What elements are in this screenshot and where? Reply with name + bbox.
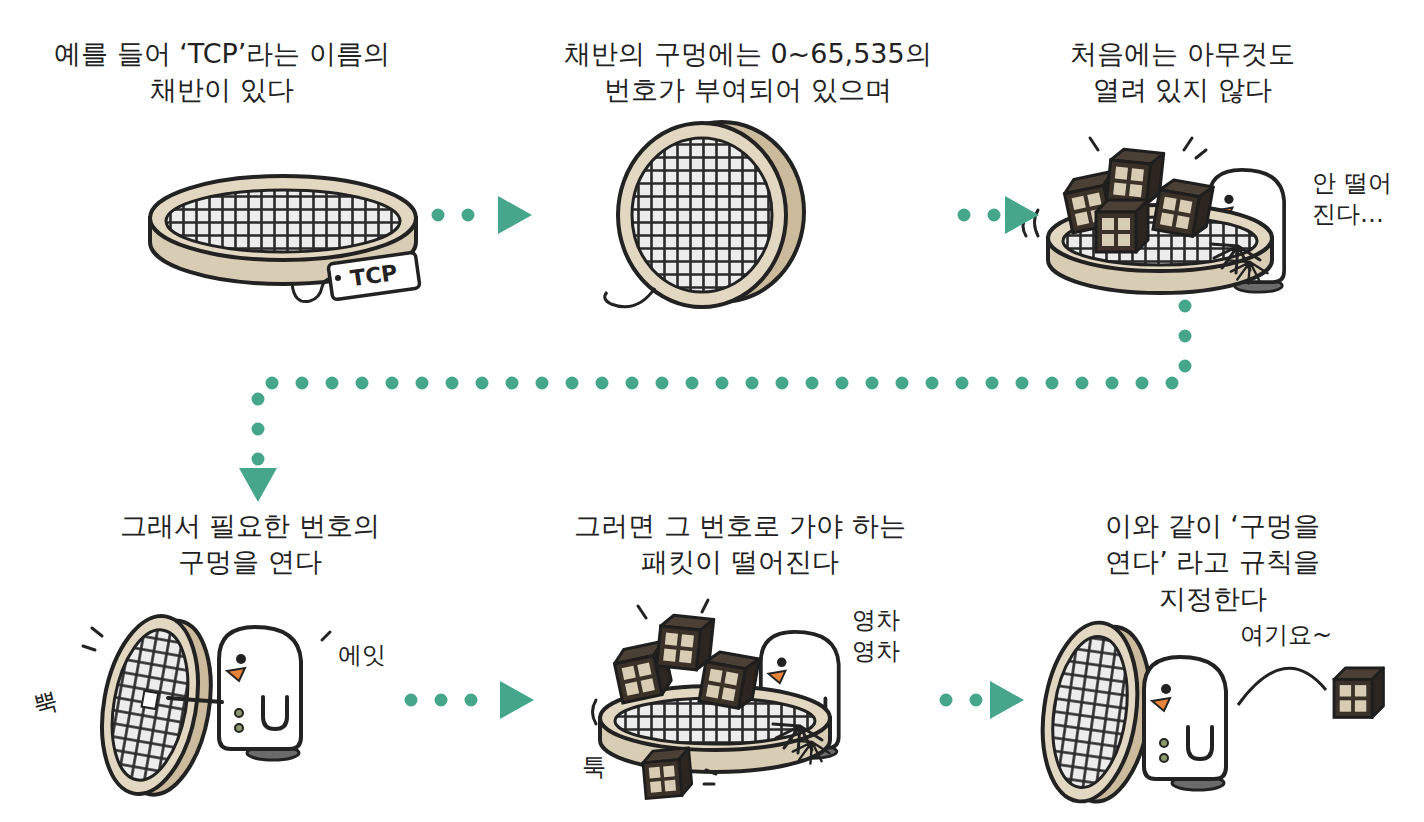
arrow-head (1005, 196, 1039, 234)
sieve (89, 608, 224, 803)
packet (1153, 178, 1213, 238)
sieve (632, 138, 772, 292)
motion-lines (1090, 138, 1098, 150)
dotted-line (258, 306, 1185, 460)
dotted-line (946, 694, 982, 707)
motion-lines (593, 600, 717, 784)
packet (1062, 148, 1213, 252)
panel-caption: 그러면 그 번호로 가야 하는 패킷이 떨어진다 (540, 508, 940, 581)
arms (1228, 260, 1267, 283)
caption-block: 그래서 필요한 번호의 구멍을 연다 (100, 508, 400, 581)
arrow-head (498, 196, 532, 234)
arrow-head (239, 468, 277, 502)
motion-lines (1023, 138, 1206, 236)
panel-caption: 처음에는 아무것도 열려 있지 않다 (1048, 36, 1318, 109)
toss-arc (1238, 668, 1326, 705)
sieve (605, 288, 655, 307)
sieve (166, 190, 400, 252)
packet (1334, 668, 1383, 717)
motion-lines (83, 646, 95, 650)
sieve (1032, 616, 1161, 809)
arms (790, 740, 829, 763)
caption-block: 예를 들어 ‘TCP’라는 이름의 채반이 있다 (12, 36, 432, 109)
label-text: 여기요~ (1240, 620, 1332, 651)
panel-caption: 이와 같이 ‘구멍을 연다’ 라고 규칙을 지정한다 (1073, 508, 1353, 617)
name-tag (328, 252, 420, 300)
dotted-arrow (411, 681, 534, 719)
motion-lines (704, 783, 714, 786)
dotted-arrow (946, 681, 1024, 719)
caption-block: 이와 같이 ‘구멍을 연다’ 라고 규칙을 지정한다 (1073, 508, 1353, 617)
sieve (618, 123, 786, 307)
panel-caption: 그래서 필요한 번호의 구멍을 연다 (100, 508, 400, 581)
comic-panel: 예를 들어 ‘TCP’라는 이름의 채반이 있다 (12, 36, 432, 300)
dotted-arrow (239, 306, 1185, 502)
character (219, 627, 301, 760)
motion-lines (702, 600, 708, 612)
label-text: 에잇 (338, 640, 386, 671)
label-text: 안 떨어 진다… (1312, 168, 1404, 230)
dotted-line (411, 694, 492, 707)
name-tag (292, 252, 420, 302)
label-text: 영차 영차 (852, 605, 910, 667)
label-text: TCP (344, 258, 403, 294)
motion-lines (1196, 150, 1206, 158)
comic-panel: 채반의 구멍에는 0~65,535의 번호가 부여되어 있으며 (538, 36, 958, 300)
motion-lines (593, 700, 597, 724)
sieve (150, 176, 416, 260)
name-tag (292, 278, 332, 302)
arrow-head (500, 681, 534, 719)
motion-lines (1184, 138, 1192, 150)
label-text: 뿍 (30, 685, 61, 721)
sieve (101, 624, 198, 786)
sieve (89, 608, 211, 801)
caption-block: 채반의 구멍에는 0~65,535의 번호가 부여되어 있으며 (538, 36, 958, 109)
dotted-arrow (964, 196, 1039, 234)
panel-caption: 예를 들어 ‘TCP’라는 이름의 채반이 있다 (12, 36, 432, 109)
packet (1096, 200, 1148, 252)
label-text: 툭 (582, 752, 606, 783)
arms (773, 724, 830, 764)
toss-arc (1238, 668, 1326, 705)
dotted-arrow (438, 196, 532, 234)
packet (642, 748, 693, 799)
motion-lines (92, 628, 102, 636)
packet (1107, 148, 1164, 205)
character (1144, 657, 1226, 790)
sieve (1044, 632, 1136, 793)
comic-panel: 이와 같이 ‘구멍을 연다’ 라고 규칙을 지정한다 (1030, 508, 1395, 818)
comic-panel: 처음에는 아무것도 열려 있지 않다 (1045, 36, 1320, 300)
caption-block: 처음에는 아무것도 열려 있지 않다 (1048, 36, 1318, 109)
sieve (605, 122, 804, 307)
character (1144, 657, 1226, 790)
motion-lines (638, 606, 646, 618)
comic-panel: 그래서 필요한 번호의 구멍을 연다 (95, 508, 405, 808)
sieve (1032, 616, 1148, 807)
character (168, 698, 222, 702)
motion-lines (706, 770, 716, 774)
packet (1334, 668, 1383, 717)
packet (612, 614, 759, 799)
caption-block: 그러면 그 번호로 가야 하는 패킷이 떨어진다 (540, 508, 940, 581)
character (168, 627, 301, 760)
dotted-line (964, 209, 997, 222)
motion-lines (83, 628, 330, 650)
arms (1211, 244, 1268, 284)
panel-caption: 채반의 구멍에는 0~65,535의 번호가 부여되어 있으며 (538, 36, 958, 109)
comic-panel: 그러면 그 번호로 가야 하는 패킷이 떨어진다 (540, 508, 940, 808)
motion-lines (322, 632, 330, 640)
packet (699, 650, 759, 710)
arrow-head (990, 681, 1024, 719)
name-tag (335, 275, 341, 281)
sieve (142, 691, 159, 709)
dotted-line (438, 209, 490, 222)
